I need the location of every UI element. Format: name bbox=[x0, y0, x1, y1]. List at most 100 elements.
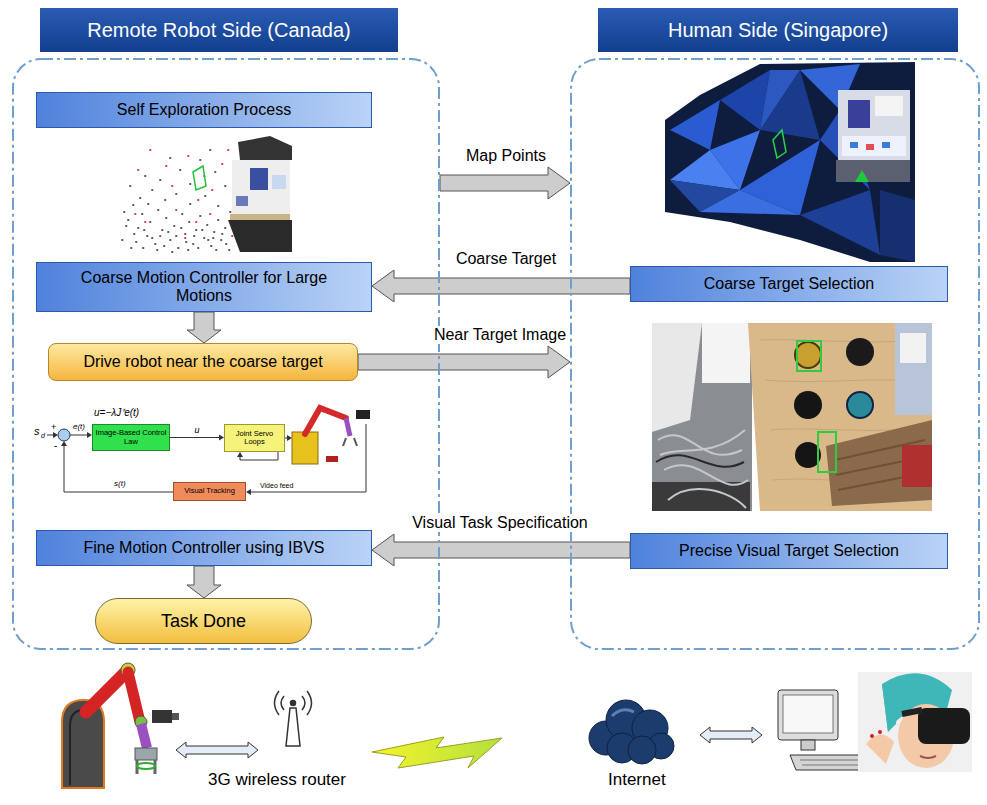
near-target-photo bbox=[652, 323, 702, 432]
node-text-block: Task Done bbox=[96, 611, 311, 632]
robot-arm bbox=[141, 724, 147, 748]
computer-icon bbox=[800, 760, 862, 765]
point-cloud-image bbox=[135, 150, 233, 238]
heading-band: Human Side (Singapore) bbox=[598, 8, 958, 52]
mesh-map-image bbox=[866, 144, 874, 150]
block-box: Joint Servo Loops bbox=[224, 424, 285, 452]
cloud-highlight bbox=[612, 710, 634, 716]
terminal-pill: Task Done bbox=[95, 598, 312, 644]
robot-arm bbox=[128, 672, 140, 722]
mesh-map-image bbox=[875, 96, 903, 116]
edge-label: Near Target Image bbox=[431, 326, 569, 344]
block-arrow bbox=[187, 312, 221, 343]
region-panel: Human Side (Singapore)Coarse Target Sele… bbox=[570, 58, 980, 650]
router-icon bbox=[275, 691, 312, 715]
point-cloud-image bbox=[228, 220, 292, 252]
block-arrow bbox=[187, 566, 221, 598]
region-outline bbox=[571, 59, 979, 649]
near-target-photo bbox=[818, 432, 836, 472]
control-wire bbox=[240, 452, 278, 460]
vr-user bbox=[866, 734, 894, 764]
point-cloud-image bbox=[122, 150, 231, 252]
process-box: Self Exploration Process bbox=[36, 92, 372, 128]
mini-robot bbox=[326, 456, 338, 462]
router-icon bbox=[291, 701, 296, 706]
summing-junction bbox=[58, 429, 70, 441]
robot-arm bbox=[152, 710, 172, 723]
control-law: u=−λJ⁺e(t) bbox=[94, 407, 139, 418]
near-target-photo bbox=[795, 342, 821, 368]
near-target-photo bbox=[826, 420, 932, 506]
computer-icon bbox=[778, 690, 838, 740]
process-box: Precise Visual Target Selection bbox=[630, 533, 948, 569]
robot-arm bbox=[172, 713, 179, 720]
region-heading: Human Side (Singapore) bbox=[668, 19, 888, 42]
node-text-block: Self Exploration Process bbox=[37, 101, 371, 119]
process-box: Fine Motion Controller using IBVS bbox=[36, 530, 372, 566]
wire-arrowhead bbox=[53, 432, 58, 438]
node-label: Precise Visual Target Selection bbox=[641, 542, 937, 560]
point-cloud-image bbox=[236, 196, 248, 206]
node-text-block: Joint Servo Loops bbox=[225, 430, 284, 447]
process-box: Coarse Target Selection bbox=[630, 266, 948, 302]
device-label: 3G wireless router bbox=[208, 771, 346, 790]
block-arrow bbox=[372, 534, 630, 566]
vr-user bbox=[918, 708, 970, 744]
point-cloud-image bbox=[122, 136, 292, 252]
near-target-photo bbox=[794, 391, 822, 419]
computer-icon bbox=[790, 755, 868, 770]
edge-label: Visual Task Specification bbox=[409, 514, 591, 532]
point-cloud-image bbox=[232, 160, 290, 215]
mesh-map-image bbox=[665, 62, 915, 262]
router-icon bbox=[286, 708, 300, 746]
block-arrow bbox=[440, 167, 570, 199]
wireless-bolt bbox=[372, 737, 502, 768]
point-cloud-image bbox=[250, 168, 268, 190]
near-target-photo bbox=[900, 333, 926, 363]
router-icon bbox=[275, 691, 312, 746]
mesh-map-image bbox=[800, 190, 880, 255]
node-label: Coarse Motion Controller for Large Motio… bbox=[77, 269, 331, 306]
near-target-photo bbox=[652, 482, 750, 511]
edge-label: Coarse Target bbox=[453, 250, 559, 268]
node-label: Fine Motion Controller using IBVS bbox=[47, 539, 361, 557]
near-target-photo bbox=[895, 323, 932, 415]
near-target-photo bbox=[652, 323, 752, 511]
near-target-photo bbox=[656, 455, 744, 467]
mesh-map-image bbox=[880, 190, 915, 262]
block-arrow bbox=[440, 167, 570, 199]
heading-band: Remote Robot Side (Canada) bbox=[40, 8, 398, 52]
signal-arrow bbox=[170, 437, 219, 438]
mesh-map-image bbox=[836, 160, 910, 182]
vr-user bbox=[882, 684, 897, 732]
vr-user bbox=[878, 730, 882, 734]
block-arrow bbox=[372, 534, 630, 566]
sign-mark: - bbox=[54, 440, 57, 451]
wire-arrowhead bbox=[246, 489, 251, 495]
mini-robot bbox=[343, 438, 357, 446]
robot-arm bbox=[137, 760, 155, 774]
mesh-map-image bbox=[842, 136, 906, 156]
near-target-photo bbox=[702, 323, 750, 383]
vr-user bbox=[902, 710, 922, 714]
mini-robot bbox=[292, 408, 370, 464]
wire-arrowhead bbox=[61, 441, 67, 446]
node-text-block: Fine Motion Controller using IBVS bbox=[37, 539, 371, 557]
node-text-block: Coarse Motion Controller for Large Motio… bbox=[37, 269, 371, 306]
node-text-block: Visual Tracking bbox=[174, 487, 245, 495]
robot-arm bbox=[62, 663, 179, 788]
near-target-photo bbox=[652, 323, 932, 511]
mesh-map-image bbox=[700, 190, 800, 215]
control-wire bbox=[64, 445, 173, 492]
near-target-photo bbox=[797, 341, 821, 371]
point-cloud-image bbox=[230, 214, 290, 220]
near-target-photo bbox=[658, 430, 748, 508]
computer-icon bbox=[801, 740, 815, 750]
edge-label: Map Points bbox=[463, 147, 549, 165]
node-label: Task Done bbox=[108, 611, 299, 632]
signal-name: s(t) bbox=[114, 480, 126, 489]
near-target-photo bbox=[902, 445, 932, 487]
block-arrow bbox=[358, 346, 570, 378]
